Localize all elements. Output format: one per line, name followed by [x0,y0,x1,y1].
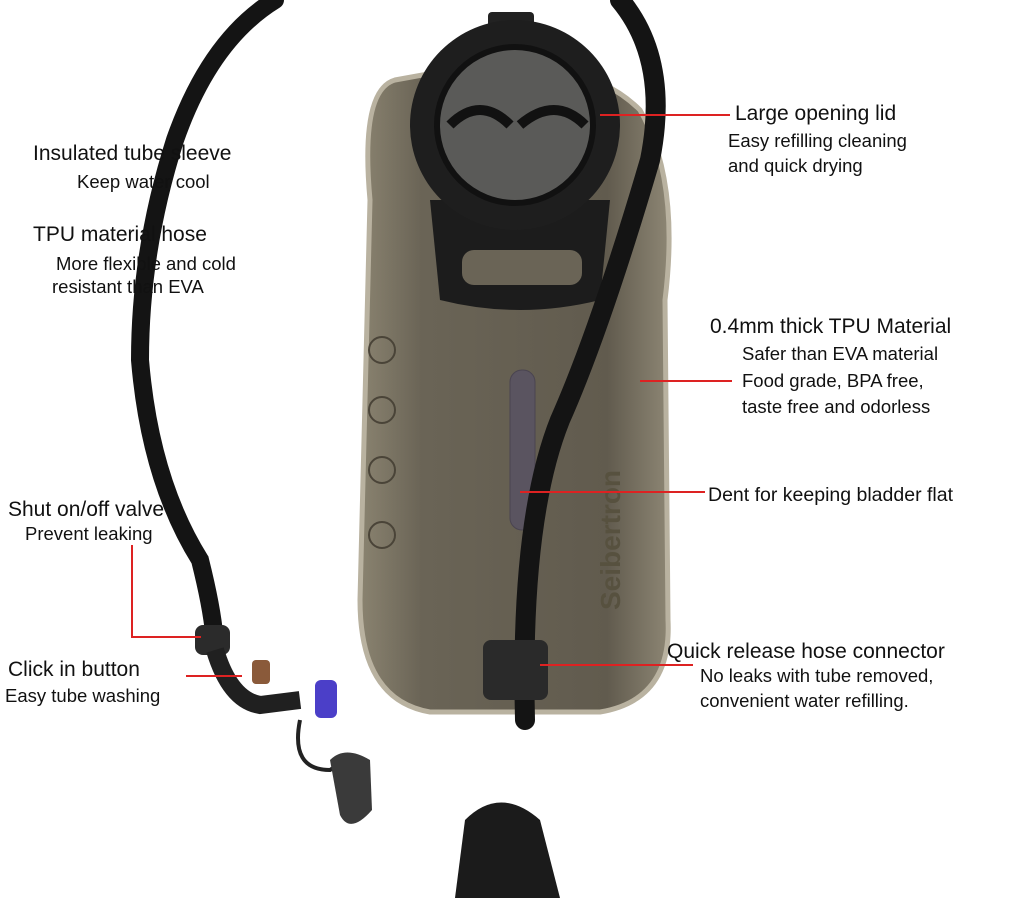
callout-text: Easy refilling cleaning [728,130,907,151]
drinking-tube-right [514,0,666,730]
callout-text: convenient water refilling. [700,690,909,711]
leader-line-connector [540,664,693,666]
callout-text: Food grade, BPA free, [742,370,924,391]
callout-text: Easy tube washing [5,685,161,706]
leader-line-dent [520,491,705,493]
callout-text: Keep water cool [77,171,210,192]
leader-line-lid [600,114,730,116]
bite-valve-tip [315,680,337,718]
callout-title: Large opening lid [735,102,897,125]
callout-title: Insulated tube sleeve [33,142,232,165]
leader-line-material [640,380,732,382]
callout-text: and quick drying [728,155,863,176]
leader-line-valve-v [131,545,133,638]
click-button [252,660,270,684]
dent-mesh [509,369,536,531]
leader-line-valve-h [131,636,201,638]
brand-lettering: Seibertron [595,470,626,610]
shut-valve [195,625,230,655]
callout-title: Click in button [8,658,140,681]
callout-text: More flexible and cold [56,253,236,274]
callout-title: TPU material hose [33,223,207,246]
callout-title: 0.4mm thick TPU Material [710,315,952,338]
material-icons [368,336,396,549]
callout-title: Quick release hose connector [667,640,945,663]
callout-title: Dent for keeping bladder flat [708,484,953,506]
bite-valve [455,802,560,898]
callout-text: resistant than EVA [52,276,204,297]
callout-text: Prevent leaking [25,523,153,544]
callout-text: No leaks with tube removed, [700,665,934,686]
callout-text: taste free and odorless [742,396,931,417]
hose-connector [483,640,548,700]
callout-title: Shut on/off valve [8,498,165,521]
callout-text: Safer than EVA material [742,343,939,364]
leader-line-button [186,675,242,677]
drinking-tube-left [130,0,284,659]
valve-cap [330,752,372,824]
